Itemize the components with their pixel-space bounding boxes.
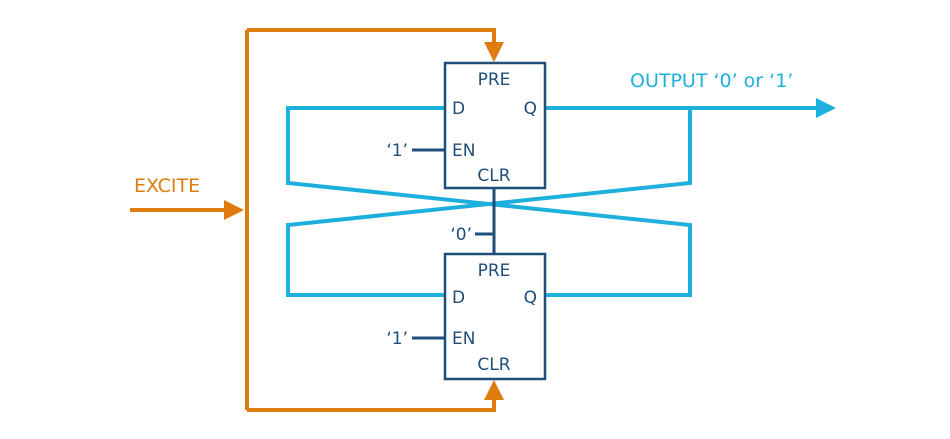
flipflop-bottom-pre-label: PRE bbox=[478, 261, 511, 281]
flipflop-bottom-clr-label: CLR bbox=[477, 355, 510, 375]
excite-to-top-pre-wire bbox=[247, 28, 504, 62]
flipflop-top-en-label: EN bbox=[452, 141, 475, 161]
flipflop-top-en-input-label: ‘1’ bbox=[386, 141, 408, 161]
flipflop-bottom-box bbox=[443, 252, 547, 381]
flipflop-bottom-q-label: Q bbox=[524, 288, 537, 308]
control-wiring bbox=[412, 148, 496, 340]
flipflop-top-clr-label: CLR bbox=[477, 166, 510, 186]
flipflop-bottom-en-label: EN bbox=[452, 329, 475, 349]
flipflop-top-q-label: Q bbox=[524, 99, 537, 119]
excite-to-bottom-clr-wire bbox=[247, 380, 504, 412]
flipflop-bottom-d-label: D bbox=[452, 288, 465, 308]
top-q-cross-wire bbox=[286, 108, 692, 297]
excite-wiring bbox=[130, 28, 504, 412]
excite-label: EXCITE bbox=[134, 175, 200, 197]
feedback-wiring bbox=[286, 98, 836, 297]
flipflop-top-d-label: D bbox=[452, 99, 465, 119]
flipflop-bottom-en-input-label: ‘1’ bbox=[386, 329, 408, 349]
flipflop-bottom: PRE D Q EN CLR ‘1’ bbox=[386, 252, 547, 381]
output-label: OUTPUT ‘0’ or ‘1’ bbox=[630, 70, 793, 92]
flipflop-top-box bbox=[443, 61, 547, 190]
flipflop-top-pre-label: PRE bbox=[478, 70, 511, 90]
zero-input-label: ‘0’ bbox=[450, 225, 472, 245]
flipflop-top: PRE D Q EN CLR ‘1’ bbox=[386, 61, 547, 190]
